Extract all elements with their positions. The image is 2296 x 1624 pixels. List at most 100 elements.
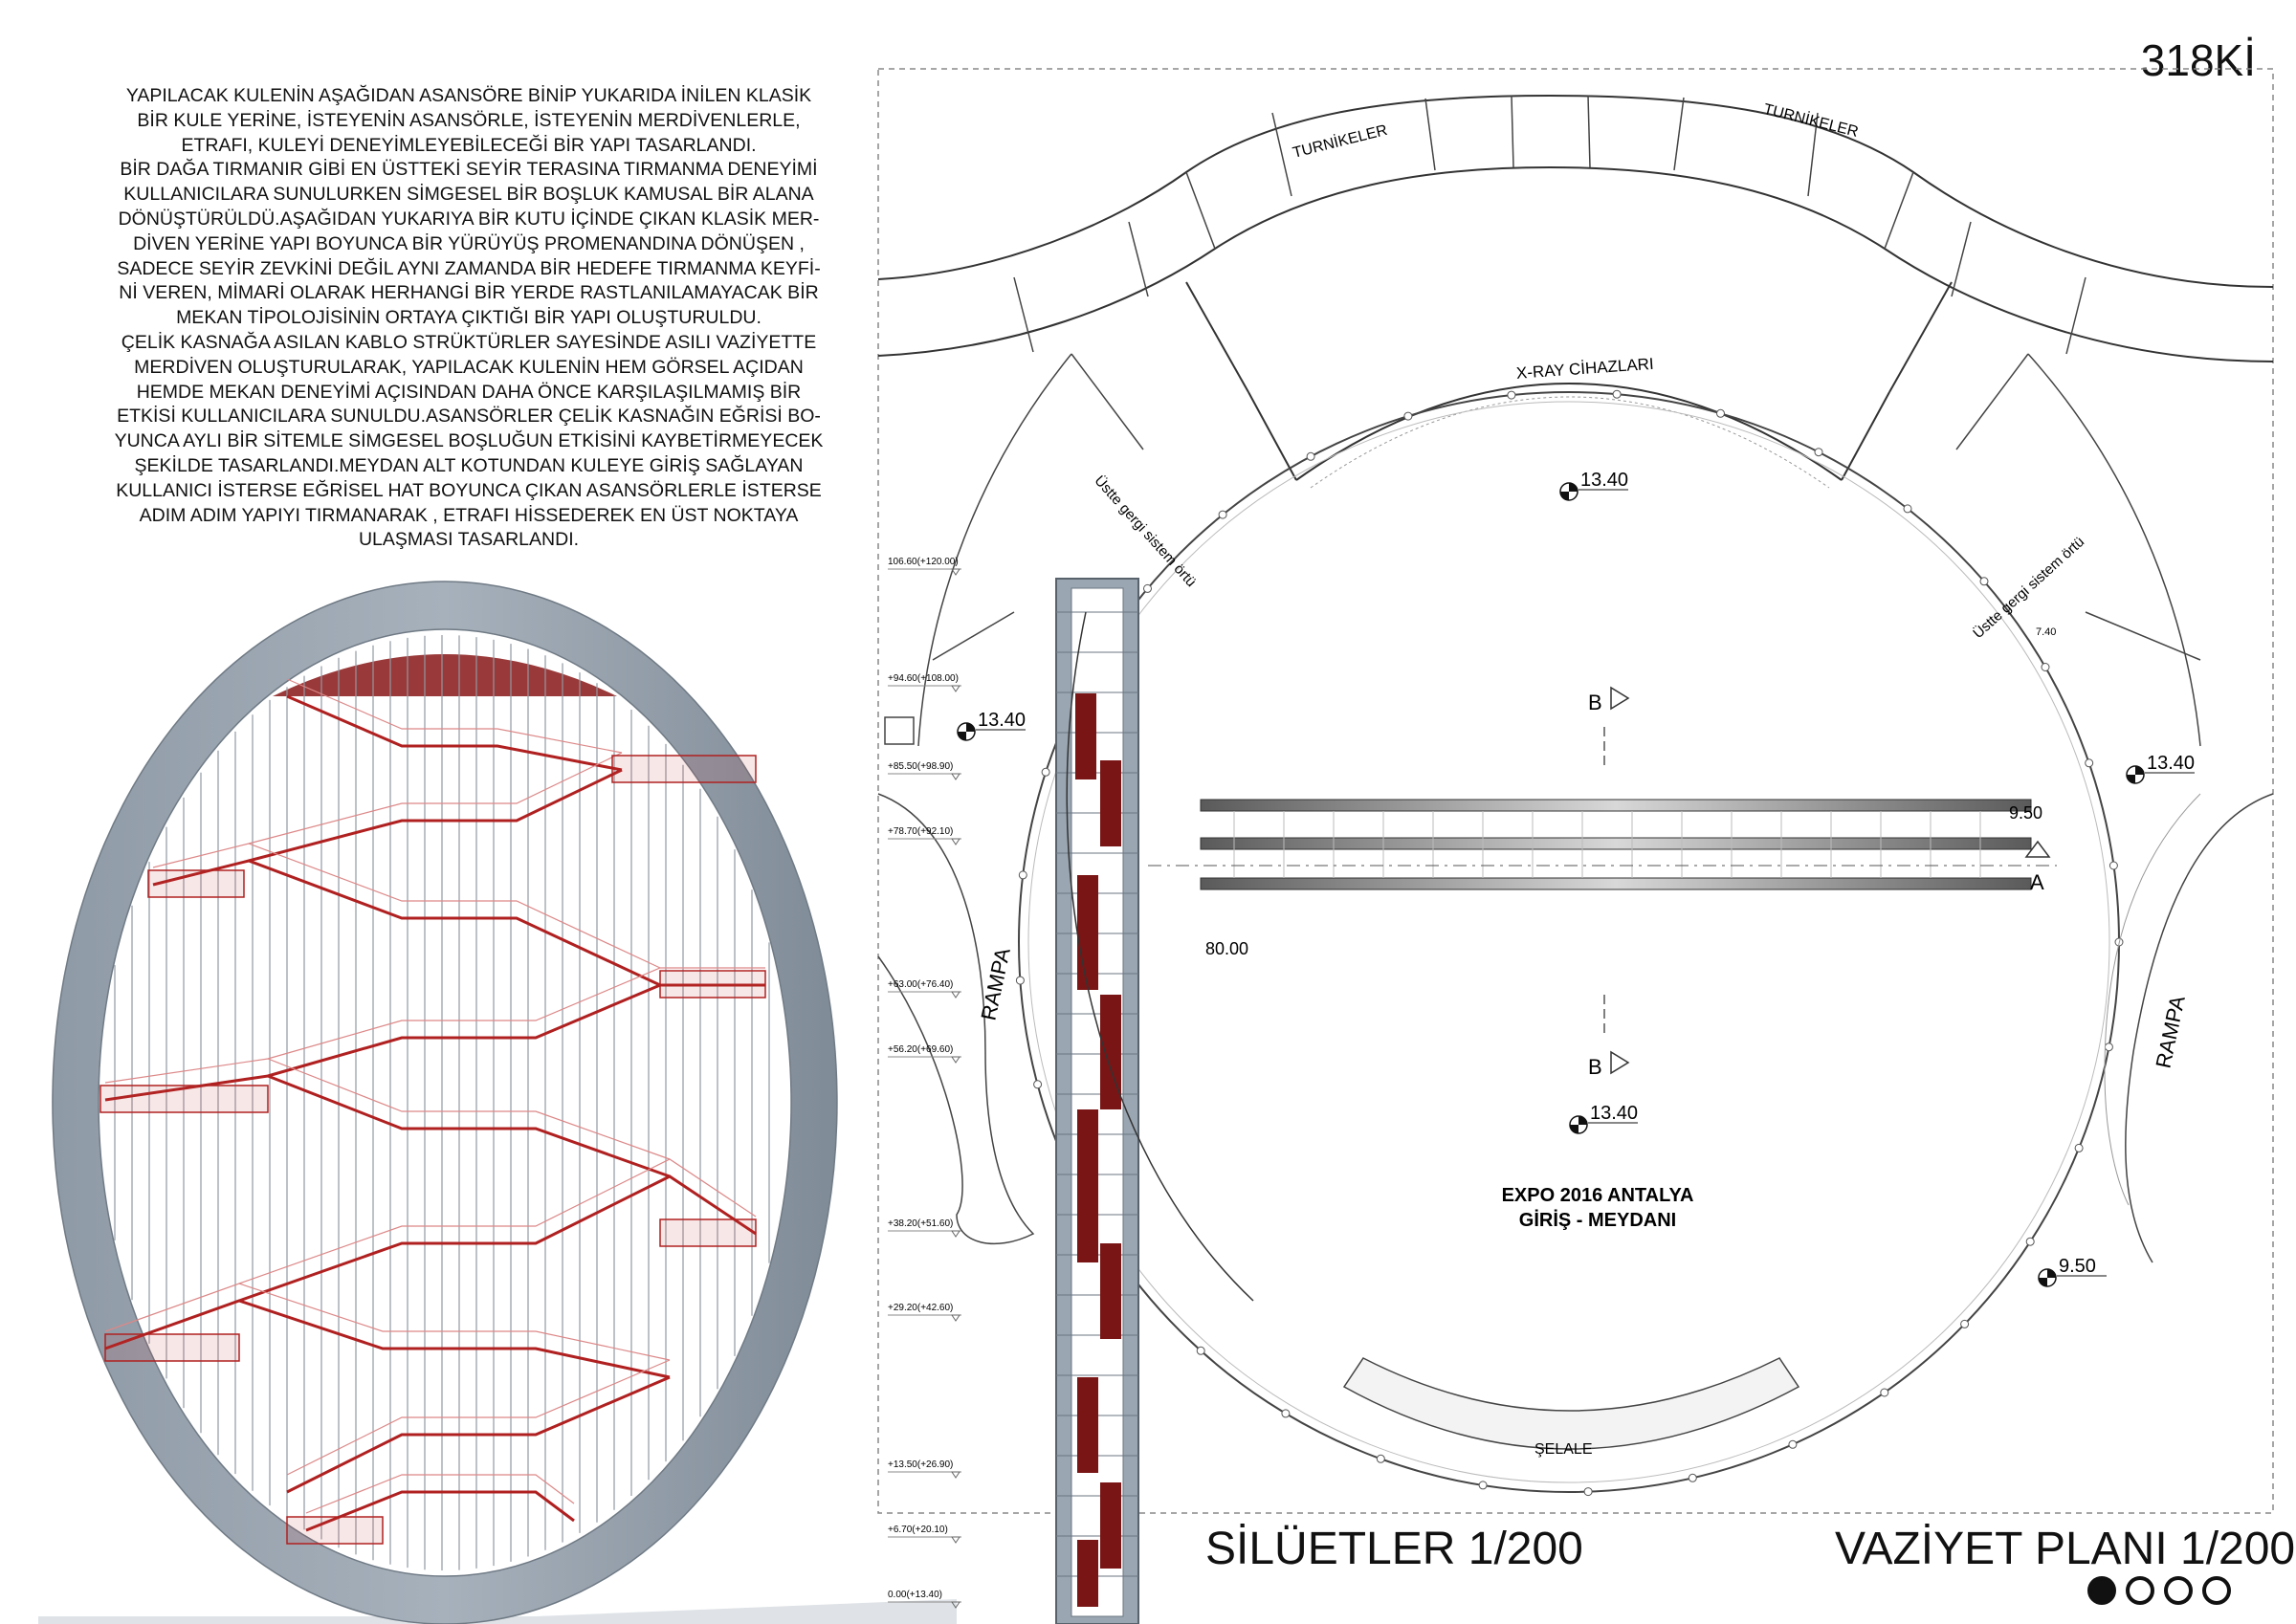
stair-flight bbox=[248, 768, 623, 863]
level-mark: 9.50 bbox=[2038, 1256, 2107, 1287]
elevation-levels: 106.60(+120.00)+94.60(+108.00)+85.50(+98… bbox=[888, 557, 961, 1609]
tower-elevation bbox=[1055, 578, 1254, 1624]
stair-handrail bbox=[286, 1359, 671, 1476]
stair-landing bbox=[659, 1218, 757, 1247]
canopy-label-left: Üstte gergi sistem örtü bbox=[1091, 472, 1200, 590]
stair-landing bbox=[659, 970, 766, 999]
anchor-node bbox=[1612, 389, 1622, 399]
turnstile-divider bbox=[1128, 221, 1149, 297]
level-mark: 13.40 bbox=[1559, 470, 1628, 501]
level-mark-value: 13.40 bbox=[1580, 470, 1628, 491]
description-line: ETRAFI, KULEYİ DENEYİMLEYEBİLECEĞİ BİR Y… bbox=[181, 134, 757, 156]
turnstile-divider bbox=[1884, 171, 1914, 250]
elevator-car bbox=[1077, 1109, 1098, 1262]
elevation-level-arrow bbox=[951, 1314, 960, 1322]
section-b-arrow-top bbox=[1610, 686, 1630, 711]
dimension-740: 7.40 bbox=[2036, 626, 2056, 638]
plan-frame bbox=[877, 68, 2274, 1514]
anchor-node bbox=[2041, 663, 2050, 671]
description-line: Nİ VEREN, MİMARİ OLARAK HERHANGİ BİR YER… bbox=[119, 282, 819, 304]
anchor-node bbox=[1403, 411, 1413, 421]
section-b-label-bottom: B bbox=[1588, 1055, 1602, 1079]
stair-flight bbox=[286, 1375, 671, 1494]
stair-flight bbox=[286, 694, 623, 772]
elevation-level-label: 0.00(+13.40) bbox=[888, 1590, 942, 1600]
radial-line bbox=[1955, 353, 2029, 450]
stair-flight bbox=[152, 859, 661, 987]
ring-curve-trace bbox=[1066, 611, 1254, 1302]
anchor-node bbox=[1979, 577, 1989, 586]
level-mark-fill bbox=[2127, 766, 2144, 783]
anchor-node bbox=[1478, 1481, 1488, 1490]
stair-flight bbox=[104, 1074, 671, 1178]
turnstile-divider bbox=[1673, 97, 1685, 171]
suspension-cables bbox=[114, 635, 770, 1570]
turnstile-divider bbox=[1587, 95, 1591, 168]
radial-line bbox=[1071, 353, 1144, 450]
description-line: MERDİVEN OLUŞTURULARAK, YAPILACAK KULENİ… bbox=[134, 356, 804, 378]
radial-line bbox=[2085, 611, 2201, 661]
level-mark-fill bbox=[2039, 1269, 2056, 1286]
stair-handrail bbox=[267, 967, 765, 1060]
anchor-node bbox=[2108, 861, 2118, 870]
anchor-node bbox=[1583, 1487, 1593, 1497]
xray-edge bbox=[1247, 391, 1297, 481]
waterfall-label: ŞELALE bbox=[1534, 1441, 1592, 1458]
description-line: ETKİSİ KULLANICILARA SUNULDU.ASANSÖRLER … bbox=[117, 406, 821, 428]
anchor-node bbox=[1143, 583, 1152, 593]
page-dot-active bbox=[2087, 1576, 2116, 1605]
stair-landing bbox=[99, 1085, 269, 1113]
anchor-node bbox=[1376, 1454, 1385, 1463]
turnstile-label-right: TURNİKELER bbox=[1762, 99, 1861, 141]
anchor-node bbox=[2025, 1237, 2035, 1246]
stair-handrail bbox=[238, 1158, 757, 1284]
elevator-car bbox=[1100, 995, 1121, 1109]
elevation-level-arrow bbox=[951, 1601, 960, 1609]
xray-edge bbox=[1841, 391, 1890, 481]
elevation-level-label: +78.70(+92.10) bbox=[888, 826, 953, 837]
turnstile-divider bbox=[1185, 171, 1216, 250]
description-line: MEKAN TİPOLOJİSİNİN ORTAYA ÇIKTIĞI BİR Y… bbox=[176, 307, 762, 329]
anchor-node bbox=[1716, 408, 1725, 418]
elevation-level-arrow bbox=[951, 685, 960, 692]
elevation-level-arrow bbox=[951, 1471, 960, 1479]
description-line: YUNCA AYLI BİR SİTEMLE SİMGESEL BOŞLUĞUN… bbox=[114, 430, 824, 452]
description-line: BİR DAĞA TIRMANIR GİBİ EN ÜSTTEKİ SEYİR … bbox=[120, 159, 818, 181]
anchor-node bbox=[1033, 1080, 1043, 1089]
level-mark: 13.40 bbox=[957, 710, 1026, 741]
anchor-node bbox=[1507, 390, 1516, 400]
radial-line bbox=[932, 611, 1015, 661]
project-description: YAPILACAK KULENİN AŞAĞIDAN ASANSÖRE BİNİ… bbox=[38, 84, 899, 553]
anchor-node bbox=[2104, 1042, 2113, 1052]
level-mark-value: 13.40 bbox=[2147, 753, 2195, 774]
plaza-circle bbox=[1018, 391, 2120, 1493]
bridge-chord-top bbox=[1200, 799, 2032, 812]
elevation-level-label: +29.20(+42.60) bbox=[888, 1303, 953, 1313]
description-line: ULAŞMASI TASARLANDI. bbox=[358, 529, 580, 551]
stair-landing bbox=[286, 1516, 384, 1545]
level-mark-fill bbox=[1570, 1116, 1587, 1133]
ramp-right-path bbox=[2125, 793, 2274, 1263]
elevation-level-arrow bbox=[951, 838, 960, 845]
bridge-chord-mid bbox=[1200, 837, 2032, 850]
description-line: ADIM ADIM YAPIYI TIRMANARAK , ETRAFI HİS… bbox=[139, 504, 799, 526]
ramp-right-outer bbox=[2104, 793, 2201, 1206]
elevation-level-arrow bbox=[951, 1536, 960, 1544]
anchor-node bbox=[1903, 504, 1912, 514]
turnstile-divider bbox=[1951, 221, 1972, 297]
elevator-car bbox=[1077, 875, 1098, 990]
dimension-8000: 80.00 bbox=[1205, 939, 1248, 958]
description-line: HEMDE MEKAN DENEYİMİ AÇISINDAN DAHA ÖNCE… bbox=[136, 381, 802, 403]
stair-handrail bbox=[104, 1058, 671, 1160]
stair-handrail bbox=[286, 678, 623, 754]
anchor-node bbox=[1041, 767, 1050, 777]
bridge-verticals bbox=[1233, 811, 1981, 878]
anchor-node bbox=[1880, 1388, 1889, 1397]
elevator-car bbox=[1100, 1482, 1121, 1569]
elevator-car bbox=[1100, 760, 1121, 846]
description-line: ÇELİK KASNAĞA ASILAN KABLO STRÜKTÜRLER S… bbox=[121, 331, 817, 353]
turnstile-band-outer bbox=[877, 94, 2274, 288]
